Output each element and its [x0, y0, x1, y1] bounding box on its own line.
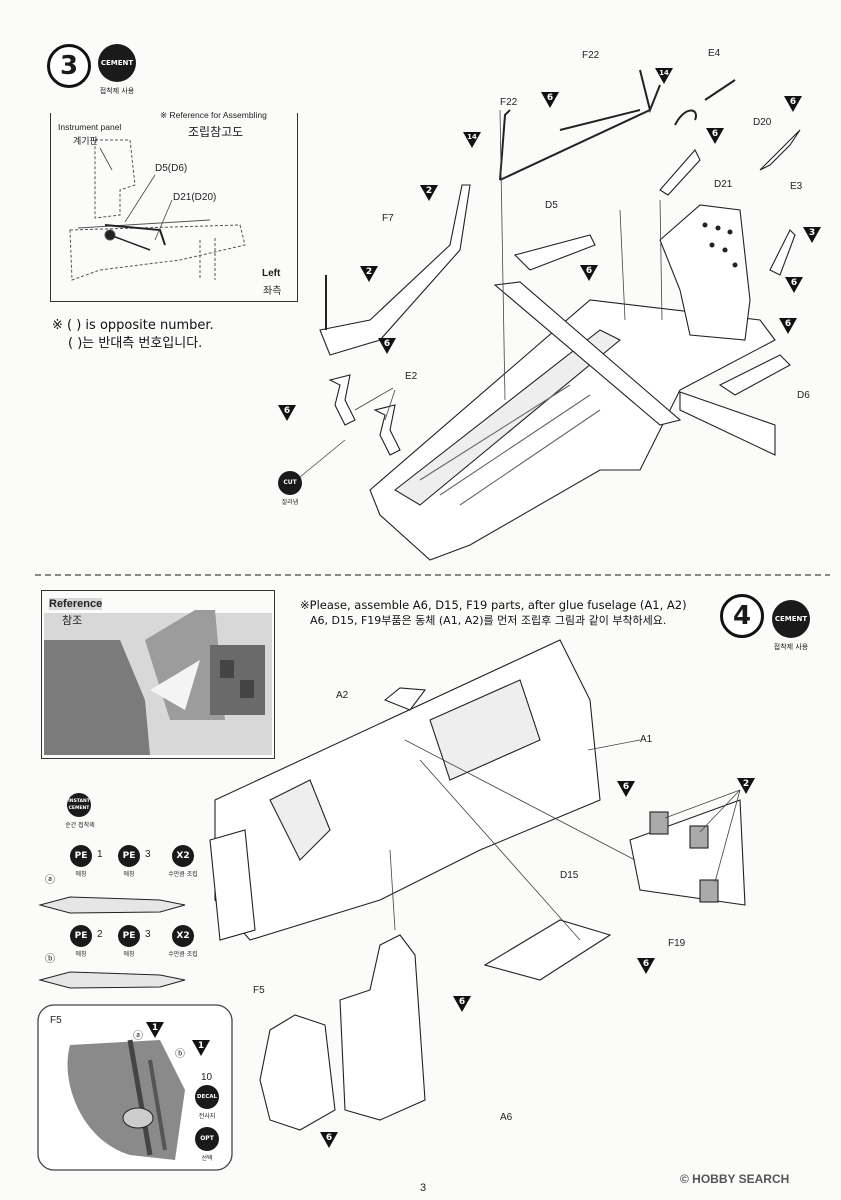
label-d6: D6 — [797, 390, 810, 401]
pe-korean: 에칭 — [123, 871, 135, 878]
cement-korean-step4: 접착제 사용 — [773, 643, 809, 651]
label-f19: F19 — [668, 938, 686, 949]
seat-inset-label: F5 — [50, 1015, 62, 1026]
label-d5: D5 — [545, 200, 558, 211]
seat-mark-b: ⓑ — [175, 1049, 185, 1060]
instant-cement-label: INSTANT CEMENT — [68, 799, 90, 811]
decal-number: 10 — [201, 1072, 213, 1083]
label-e2: E2 — [405, 371, 418, 382]
opt-korean: 선택 — [201, 1155, 213, 1162]
instruction-kr: A6, D15, F19부품은 동체 (A1, A2)를 먼저 조립후 그림과 … — [310, 614, 667, 627]
pe-korean: 에칭 — [75, 951, 87, 958]
ref-title-kr: 조립참고도 — [188, 125, 244, 139]
decal-icon: DECAL — [195, 1085, 219, 1109]
ref-left-kr: 좌측 — [263, 286, 282, 297]
x2-icon: X2 — [172, 925, 194, 947]
label-d21: D21 — [714, 179, 733, 190]
watermark: © HOBBY SEARCH — [680, 1172, 790, 1186]
label-a2: A2 — [336, 690, 349, 701]
instant-cement-korean: 순간 접착제 — [65, 822, 95, 829]
label-e4: E4 — [708, 48, 721, 59]
label-f22-right: F22 — [582, 50, 600, 61]
x2-korean: 수만큼 조립 — [168, 951, 198, 958]
label-a6: A6 — [500, 1112, 513, 1123]
pe-number: 3 — [145, 929, 151, 940]
ref-title: ※ Reference for Assembling — [158, 110, 269, 121]
x2-icon: X2 — [172, 845, 194, 867]
reference-box-step3 — [50, 113, 298, 302]
ref-instrument-panel: Instrument panel — [58, 122, 122, 132]
opt-icon: OPT — [195, 1127, 219, 1151]
label-a1: A1 — [640, 734, 653, 745]
x2-korean: 수만큼 조립 — [168, 871, 198, 878]
pe-number: 1 — [97, 849, 103, 860]
cut-korean: 잘라냄 — [281, 499, 299, 506]
seat-mark-a: ⓐ — [133, 1031, 143, 1042]
pe-icon: PE — [118, 925, 140, 947]
ref4-title-kr: 참조 — [62, 615, 83, 627]
ref-instrument-panel-kr: 계기판 — [73, 136, 98, 146]
belt-a-marker: ⓐ — [45, 875, 55, 886]
pe-icon: PE — [70, 925, 92, 947]
opposite-note-en: ※ ( ) is opposite number. — [52, 318, 214, 333]
belt-b-marker: ⓑ — [45, 954, 55, 965]
reference-box-step4 — [41, 590, 275, 759]
pe-korean: 에칭 — [123, 951, 135, 958]
cut-label: CUT — [283, 479, 297, 486]
label-e3: E3 — [790, 181, 803, 192]
pe-icon: PE — [118, 845, 140, 867]
pe-icon: PE — [70, 845, 92, 867]
label-f5: F5 — [253, 985, 265, 996]
step-4-number: 4 — [720, 594, 764, 638]
page-number: 3 — [420, 1182, 427, 1194]
ref-left: Left — [262, 268, 281, 279]
step-3-number: 3 — [47, 44, 91, 88]
label-d15: D15 — [560, 870, 579, 881]
pe-korean: 에칭 — [75, 871, 87, 878]
decal-korean: 전사지 — [198, 1113, 216, 1120]
label-f22-left: F22 — [500, 97, 518, 108]
ref-d5: D5(D6) — [155, 163, 188, 174]
pe-number: 2 — [97, 929, 103, 940]
instant-cement-icon: INSTANT CEMENT — [67, 793, 91, 817]
pe-number: 3 — [145, 849, 151, 860]
label-f7: F7 — [382, 213, 394, 224]
ref4-title: Reference — [49, 598, 103, 610]
ref-d21: D21(D20) — [173, 192, 217, 203]
cement-icon-step4: CEMENT — [772, 600, 810, 638]
cement-korean: 접착제 사용 — [99, 87, 135, 95]
label-d20: D20 — [753, 117, 772, 128]
instruction-en: ※Please, assemble A6, D15, F19 parts, af… — [300, 598, 687, 612]
cement-label-step4: CEMENT — [774, 615, 808, 623]
opposite-note-kr: ( )는 반대측 번호입니다. — [68, 336, 203, 351]
cement-icon: CEMENT — [98, 44, 136, 82]
cement-label: CEMENT — [100, 59, 134, 67]
cut-icon: CUT — [278, 471, 302, 495]
